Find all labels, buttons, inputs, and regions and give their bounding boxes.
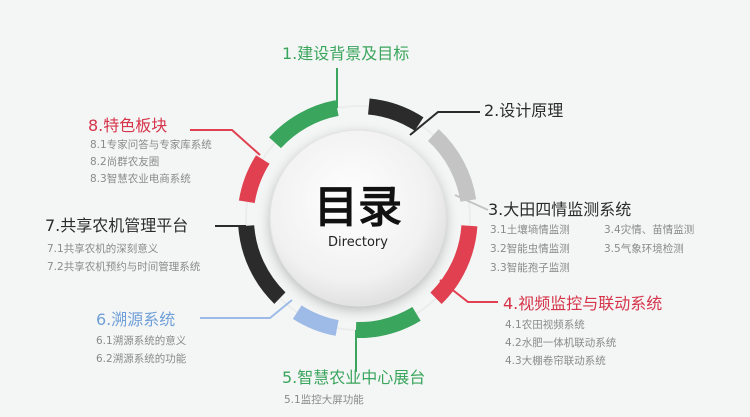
ring-segment-8 — [238, 155, 270, 204]
section-7-item-2: 7.2共享农机预约与时间管理系统 — [47, 261, 201, 273]
section-3-item-1: 3.1土壤墒情监测 — [490, 224, 570, 236]
ring-segment-6 — [292, 305, 339, 336]
section-3-item-2: 3.2智能虫情监测 — [490, 243, 570, 255]
ring-segment-7 — [238, 225, 286, 304]
section-1-title: 1.建设背景及目标 — [282, 44, 410, 63]
ring-segment-4 — [430, 225, 478, 305]
section-4-item-2: 4.2水肥一体机联动系统 — [505, 337, 617, 349]
connector-8 — [190, 129, 261, 156]
connector-3 — [454, 194, 489, 211]
ring-segment-3 — [427, 129, 477, 202]
section-3-item-3: 3.3智能孢子监测 — [490, 262, 570, 274]
section-6-item-1: 6.1溯源系统的意义 — [96, 335, 187, 347]
section-6-title: 6.溯源系统 — [96, 310, 176, 329]
section-7-title: 7.共享农机管理平台 — [45, 216, 189, 235]
center-subtitle: Directory — [328, 235, 388, 250]
section-5-title: 5.智慧农业中心展台 — [282, 368, 426, 387]
ring-segment-2 — [367, 98, 424, 131]
center-disc-rim — [269, 129, 447, 307]
section-8-item-1: 8.1专家问答与专家库系统 — [90, 139, 212, 151]
section-2-title: 2.设计原理 — [484, 101, 564, 120]
section-3-item-5: 3.5气象环境检测 — [604, 243, 684, 255]
connector-4 — [439, 279, 498, 303]
section-3-title: 3.大田四情监测系统 — [488, 200, 632, 219]
center-title: 目录 — [314, 182, 402, 233]
section-8-item-2: 8.2尚群农友圈 — [90, 156, 160, 168]
connector-2 — [409, 111, 480, 136]
section-3-item-4: 3.4灾情、苗情监测 — [604, 224, 695, 236]
section-8-item-3: 8.3智慧农业电商系统 — [90, 173, 191, 185]
section-4-item-3: 4.3大棚卷帘联动系统 — [505, 355, 606, 367]
connector-6 — [200, 299, 293, 319]
ring-segment-1 — [269, 100, 339, 149]
section-4-item-1: 4.1农田视频系统 — [505, 319, 585, 331]
section-7-item-1: 7.1共享农机的深刻意义 — [47, 243, 159, 255]
section-8-title: 8.特色板块 — [88, 116, 168, 135]
section-6-item-2: 6.2溯源系统的功能 — [96, 353, 187, 365]
section-5-item-1: 5.1监控大屏功能 — [284, 394, 364, 406]
section-4-title: 4.视频监控与联动系统 — [503, 294, 663, 313]
ring-segment-5 — [355, 306, 421, 339]
center-disc — [270, 130, 446, 306]
